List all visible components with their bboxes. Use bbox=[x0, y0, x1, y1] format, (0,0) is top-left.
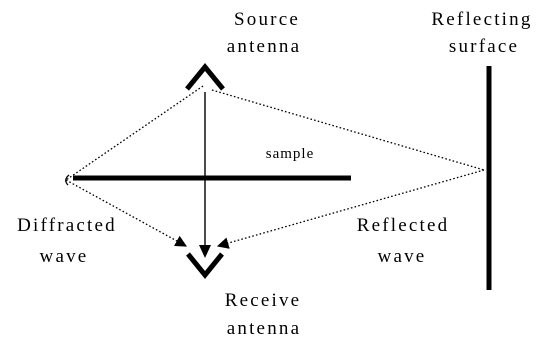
dotted-ray-source-to-diffraction-point bbox=[65, 85, 204, 181]
source-antenna-icon bbox=[185, 63, 225, 91]
receive-antenna-icon bbox=[186, 252, 224, 279]
reflecting-surface-label-line1: Reflecting bbox=[431, 9, 532, 30]
receive-antenna-label-line2: antenna bbox=[227, 318, 301, 339]
dotted-ray-diffracted-to-receiver bbox=[65, 179, 188, 247]
dotted-ray-reflected-to-receiver bbox=[216, 169, 485, 249]
reflected-wave-label-line1: Reflected bbox=[357, 215, 450, 236]
diffraction-edge-mark bbox=[65, 174, 70, 186]
receive-antenna-label-line1: Receive bbox=[225, 290, 302, 311]
sample-label: sample bbox=[266, 146, 315, 162]
source-antenna-label-line2: antenna bbox=[227, 36, 301, 57]
diffracted-wave-label-line2: wave bbox=[40, 246, 89, 267]
diffracted-wave-label-line1: Diffracted bbox=[17, 215, 117, 236]
reflected-wave-label-line2: wave bbox=[378, 246, 427, 267]
direct-path-arrowhead bbox=[199, 245, 211, 258]
reflecting-surface-label-line2: surface bbox=[449, 36, 519, 57]
source-antenna-label-line1: Source bbox=[234, 9, 300, 30]
dotted-ray-source-to-reflecting-surface bbox=[211, 89, 485, 171]
